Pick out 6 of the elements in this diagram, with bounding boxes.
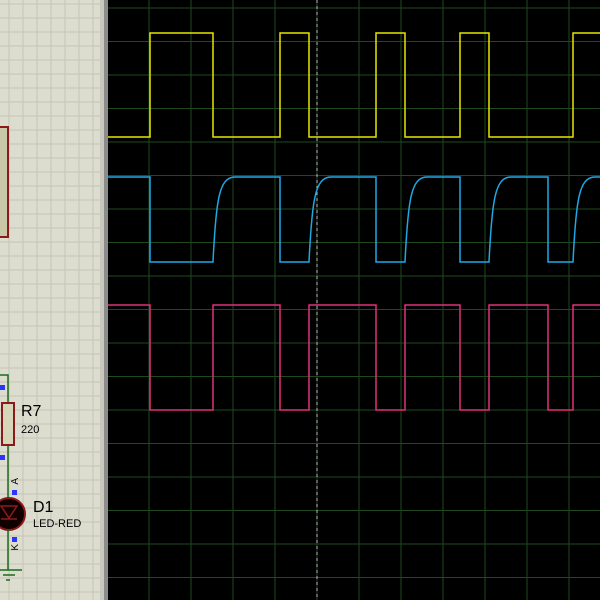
pin-label: K — [11, 544, 21, 551]
pin-label: A — [11, 478, 21, 485]
component-value: 220 — [21, 425, 40, 436]
component-value: LED-RED — [33, 519, 82, 530]
component-reference: D1 — [33, 500, 54, 516]
component-reference: R7 — [21, 404, 42, 420]
